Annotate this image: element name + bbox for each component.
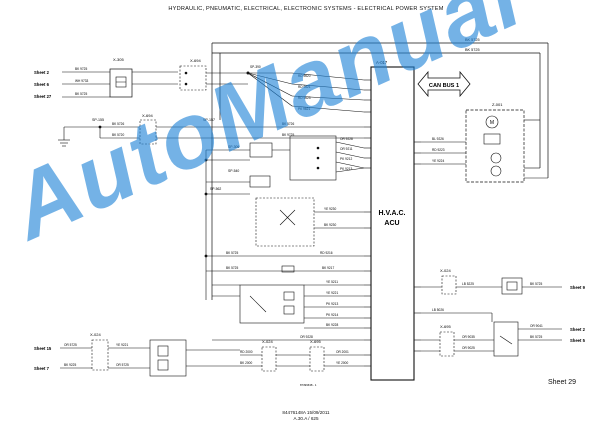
connector-x694-top: X-694 [179, 58, 207, 91]
wire-label: BK 5726 [282, 122, 294, 126]
sheet-label: Sheet 29 [548, 379, 577, 386]
sheet-ref: Sheet 2 [34, 70, 50, 75]
connector-x024-bottom-left: X-024 [90, 332, 109, 371]
wire-label: RD 9623 [298, 96, 311, 100]
sheet-ref: Sheet 5 [570, 338, 586, 343]
connector-label: X-694 [190, 58, 201, 63]
wire-label: OR 9025 [462, 346, 475, 350]
wire-label: PK 9212 [340, 157, 352, 161]
wire-label: RD 9621 [298, 85, 311, 89]
motor-z001: Z-001 M [465, 102, 525, 183]
can-bus-indicator: CAN BUS 1 [417, 70, 471, 98]
connector-label: X-694 [142, 113, 153, 118]
wire-label: PK 9214 [326, 313, 338, 317]
wire-label: YE 9230 [324, 207, 336, 211]
wire-label: YE 9221 [326, 291, 338, 295]
wire-label: BK 5725 [530, 282, 542, 286]
wire-label: WH 9733 [75, 79, 89, 83]
footer-doc-number: 84476148A 15/09/2011 [282, 410, 330, 415]
splice-label: SP-155 [92, 118, 104, 122]
splice-label: SP-306 [228, 145, 239, 149]
wire-label: LB 5026 [432, 308, 444, 312]
footer-page-number: A.30.A / 625 [293, 415, 319, 421]
wire-label: OR 9228 [340, 137, 353, 141]
mid-switch-network [205, 135, 365, 300]
wire-label: BK 5726 [112, 122, 124, 126]
page-footer: 84476148A 15/09/2011 A.30.A / 625 [0, 410, 612, 421]
sheet-ref: Sheet 9 [570, 285, 586, 290]
page-header: HYDRAULIC, PNEUMATIC, ELECTRICAL, ELECTR… [168, 6, 444, 12]
wire-label: BK 5725 [75, 92, 87, 96]
sheet-ref: Sheet 7 [34, 366, 50, 371]
wire-label: RD 9223 [432, 148, 445, 152]
wire-label: YE 2000 [336, 361, 348, 365]
wire-label: YE 9224 [432, 159, 444, 163]
lower-control-block [212, 284, 364, 341]
connector-x024-bottom-mid: X-024 [261, 339, 277, 372]
wire-label: OR 9228 [300, 335, 313, 339]
wire-label: BK 5725 [226, 266, 238, 270]
wire-label: PK 9621 [298, 107, 310, 111]
wire-label: BL 9226 [432, 137, 444, 141]
splice-label: SP-562 [210, 187, 221, 191]
wire-label: OR 9211 [340, 147, 353, 151]
wire-label: OR 2001 [336, 350, 349, 354]
connector-label: X-695 [440, 324, 451, 329]
top-bus-wires [211, 42, 549, 300]
splice-label: SP-390 [250, 65, 261, 69]
connector-label: X-695 [310, 339, 321, 344]
sheet-ref: Sheet 6 [34, 82, 50, 87]
splice-label: SP-540 [228, 169, 239, 173]
connector-label: X-024 [440, 268, 451, 273]
svg-text:M: M [490, 120, 494, 126]
wire-label: LB 5225 [462, 282, 474, 286]
hvac-acu-controller: A-017 H.V.A.C. ACU [364, 60, 421, 381]
wire-label: BK 9217 [322, 266, 334, 270]
wire-label: OR 5725 [64, 343, 77, 347]
connector-label: Z-001 [492, 102, 503, 107]
wire-label: BK 9225 [64, 363, 76, 367]
wire-label: RD 9620 [298, 74, 311, 78]
connector-x695-right: X-695 [439, 324, 455, 357]
wire-label: BK 9228 [326, 323, 338, 327]
controller-name-line2: ACU [384, 220, 399, 227]
connector-label: X-305 [113, 57, 124, 62]
wire-label: RD 9216 [320, 251, 333, 255]
wire-label: OR 9041 [530, 324, 543, 328]
controller-ref: A-017 [376, 60, 388, 65]
can-bus-label: CAN BUS 1 [429, 83, 459, 89]
wire-label: BK 9725 [75, 67, 87, 71]
wire-label: BK 5725 [465, 38, 480, 42]
connector-label: X-024 [262, 339, 273, 344]
connector-x695-bottom-mid: X-695 [309, 339, 325, 372]
connector-label: X-024 [90, 332, 101, 337]
wire-label: RD 2000 [240, 350, 253, 354]
wire-label: YE 5211 [326, 280, 338, 284]
wire-label: BK 9230 [324, 223, 336, 227]
wire-label: BK 9725 [282, 133, 294, 137]
connector-x305: X-305 [109, 57, 133, 98]
sheet-ref: Sheet 2 [570, 327, 586, 332]
wire-label: PK 9213 [340, 167, 352, 171]
sheet-ref: Sheet 15 [34, 346, 52, 351]
connector-x694-upper: X-694 [139, 113, 157, 145]
wire-label: BK 5720 [112, 133, 124, 137]
wire-label: BK 2000 [240, 361, 252, 365]
wire-label: BK 5725 [226, 251, 238, 255]
connector-x024-right: X-024 [440, 268, 457, 295]
small-code: 87399638 - 1 [300, 383, 317, 387]
wire-label: BK 5725 [530, 335, 542, 339]
wire-label: OR 9035 [462, 335, 475, 339]
wire-label: BK 5725 [465, 48, 480, 52]
wire-label: YE 9221 [116, 343, 128, 347]
controller-name-line1: H.V.A.C. [379, 210, 406, 217]
wire-label: OR 5725 [116, 363, 129, 367]
sheet-ref: Sheet 27 [34, 94, 52, 99]
splice-label: SP-157 [203, 118, 215, 122]
wire-label: PK 9213 [326, 302, 338, 306]
